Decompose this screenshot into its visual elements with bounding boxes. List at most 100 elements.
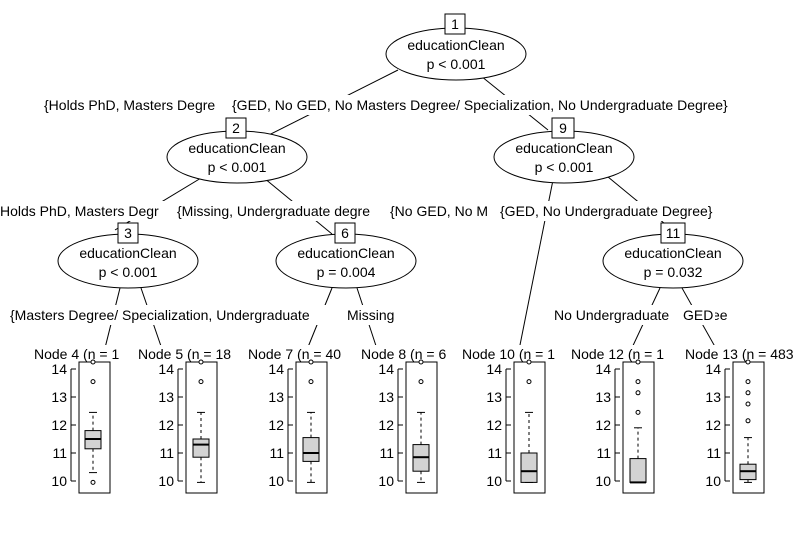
edge-label-bg xyxy=(346,305,404,325)
tick-label-13: 13 xyxy=(595,389,611,405)
outlier-point xyxy=(635,359,641,365)
edge-label-11-12: No Undergraduate xyxy=(554,307,669,323)
tick-label-11: 11 xyxy=(159,445,174,461)
edge-label-6-8: Missing xyxy=(347,307,394,323)
node-variable: educationClean xyxy=(407,37,504,53)
outlier-point xyxy=(635,409,641,415)
node-ellipse xyxy=(385,27,527,81)
terminal-label: Node 5 (n = 18 xyxy=(138,346,231,362)
node-id: 3 xyxy=(124,225,132,241)
outlier-point xyxy=(90,379,96,385)
node-variable: educationClean xyxy=(297,245,394,261)
terminal-node-7: Node 7 (n = 40 14 13 12 11 10 xyxy=(247,345,353,494)
outlier-point xyxy=(745,359,751,365)
tick-label-10: 10 xyxy=(378,473,394,489)
outlier-point xyxy=(745,401,751,407)
tick-label-10: 10 xyxy=(486,473,502,489)
tick-label-14: 14 xyxy=(268,361,284,377)
tick-label-13: 13 xyxy=(158,389,174,405)
outlier-point xyxy=(745,390,751,396)
tick-label-10: 10 xyxy=(595,473,611,489)
terminal-label-bg xyxy=(570,345,676,363)
terminal-node-12: Node 12 (n = 1 14 13 12 11 10 xyxy=(570,345,676,494)
tick-label-10: 10 xyxy=(158,473,174,489)
terminal-node-10: Node 10 (n = 1 14 13 12 11 10 xyxy=(461,345,567,494)
edge-label-bg xyxy=(231,95,761,115)
tick-label-11: 11 xyxy=(379,445,394,461)
node-id-box xyxy=(551,117,575,139)
edge-label-2-6: {Missing, Undergraduate degre xyxy=(177,203,370,219)
outlier-point xyxy=(308,359,314,365)
node-pvalue: p < 0.001 xyxy=(535,159,594,175)
node-variable: educationClean xyxy=(188,140,285,156)
box xyxy=(192,438,210,458)
boxplot xyxy=(302,359,320,483)
node-id-box xyxy=(334,222,356,244)
tick-label-13: 13 xyxy=(378,389,394,405)
node-pvalue: p < 0.001 xyxy=(208,159,267,175)
edge-label-11-13: GED xyxy=(683,307,713,323)
box xyxy=(629,458,647,483)
node-pvalue: p < 0.001 xyxy=(99,264,158,280)
tick-label-14: 14 xyxy=(486,361,502,377)
edge-label-1-2: {Holds PhD, Masters Degre xyxy=(44,97,215,113)
terminal-node-13: Node 13 (n = 483 14 13 12 11 10 xyxy=(684,345,803,494)
edge-label-11-13-tail: ee xyxy=(712,307,728,323)
inner-node-9: 9 educationClean p < 0.001 xyxy=(493,117,635,184)
node-ellipse xyxy=(166,130,308,184)
terminal-label: Node 13 (n = 483 xyxy=(685,346,794,362)
inner-node-3: 3 educationClean p < 0.001 xyxy=(57,222,199,289)
edge-label-bg xyxy=(43,95,241,115)
tick-label-12: 12 xyxy=(378,417,394,433)
tick-label-13: 13 xyxy=(705,389,721,405)
tick-label-13: 13 xyxy=(268,389,284,405)
edge-labels: {Holds PhD, Masters Degre {GED, No GED, … xyxy=(0,95,761,325)
tick-label-11: 11 xyxy=(52,445,67,461)
edge-label-bg xyxy=(0,201,178,221)
edge-label-bg xyxy=(553,305,683,325)
node-id: 2 xyxy=(232,120,240,136)
node-ellipse xyxy=(493,130,635,184)
outlier-point xyxy=(526,379,532,385)
tick-label-12: 12 xyxy=(268,417,284,433)
boxplot xyxy=(192,359,210,483)
edge-label-bg xyxy=(711,305,741,325)
outlier-point xyxy=(745,379,751,385)
edge-label-2-3: Holds PhD, Masters Degr xyxy=(0,203,159,219)
tick-label-10: 10 xyxy=(51,473,67,489)
edge-label-bg xyxy=(682,305,715,325)
box xyxy=(302,437,320,462)
terminal-label-bg xyxy=(360,345,458,363)
tick-label-12: 12 xyxy=(51,417,67,433)
node-variable: educationClean xyxy=(79,245,176,261)
node-id: 11 xyxy=(666,225,681,241)
outlier-point xyxy=(308,379,314,385)
tick-label-12: 12 xyxy=(486,417,502,433)
tick-label-14: 14 xyxy=(705,361,721,377)
terminal-panels: Node 4 (n = 1 14 13 12 11 10 Node 5 (n =… xyxy=(33,345,803,494)
tick-label-11: 11 xyxy=(596,445,611,461)
tick-label-13: 13 xyxy=(486,389,502,405)
boxplot xyxy=(84,359,102,485)
boxplot xyxy=(739,359,757,483)
edge-label-9-11: {GED, No Undergraduate Degree} xyxy=(500,203,713,219)
node-pvalue: p < 0.001 xyxy=(427,56,486,72)
edge-label-bg xyxy=(499,201,741,221)
outlier-point xyxy=(418,379,424,385)
outlier-point xyxy=(745,418,751,424)
tick-label-14: 14 xyxy=(378,361,394,377)
boxplot-frame xyxy=(78,361,111,494)
node-id: 9 xyxy=(559,120,567,136)
outlier-point xyxy=(635,390,641,396)
node-id-box xyxy=(444,13,466,35)
terminal-label-bg xyxy=(247,345,353,363)
tick-label-12: 12 xyxy=(158,417,174,433)
tick-label-10: 10 xyxy=(268,473,284,489)
tick-label-10: 10 xyxy=(705,473,721,489)
terminal-label-bg xyxy=(33,345,133,363)
boxplot xyxy=(412,359,430,483)
tick-label-14: 14 xyxy=(158,361,174,377)
tick-label-14: 14 xyxy=(51,361,67,377)
edge-label-bg xyxy=(390,201,502,221)
